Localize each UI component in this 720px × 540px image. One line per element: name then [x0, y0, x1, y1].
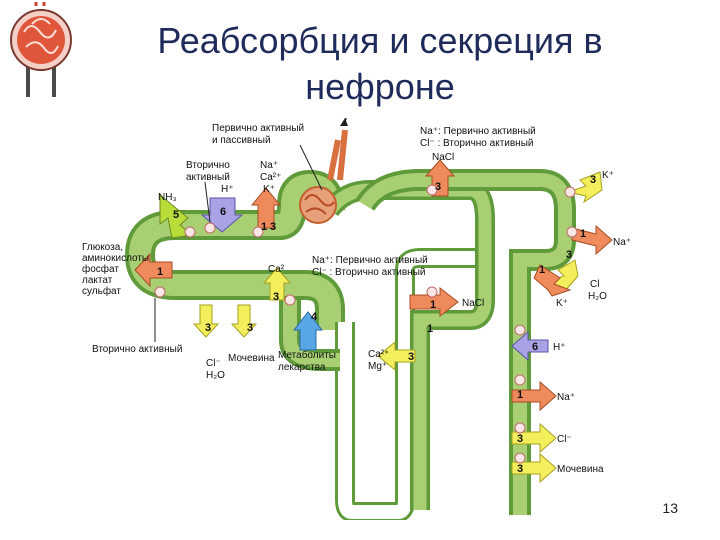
badge: 1	[427, 323, 433, 335]
arrow-na-right	[571, 224, 613, 256]
badge: 3	[205, 322, 211, 334]
label-ca2: Ca²	[268, 264, 285, 275]
badge: 3	[517, 433, 523, 445]
arrow-cl-h2o-1	[192, 304, 220, 338]
arrow-h-collecting	[511, 330, 549, 362]
label-h-top: H⁺	[221, 184, 234, 195]
label-k-top-right: K⁺	[602, 170, 614, 181]
arrow-urea-collecting	[511, 452, 557, 484]
nephron-diagram: 5 6 1 3 1 3 3 3 4 1 3 3 1 1 3 6 1 3 3 3 …	[82, 117, 631, 520]
transport-type-badges: 5 6 1 3 1 3 3 3 4 1 3 3 1 1 3 6 1 3 3 3 …	[157, 174, 596, 475]
badge: 6	[220, 206, 226, 218]
label-ca-mg-1: Ca²⁺	[368, 349, 389, 360]
arrow-metabolites	[292, 311, 324, 351]
arrow-ca-mg	[377, 340, 416, 372]
label-glucose-2: аминокислоты	[82, 253, 149, 264]
label-na-primary-mid-2: Cl⁻ : Вторично активный	[312, 267, 425, 278]
badge: 3	[273, 291, 279, 303]
arrow-cl-collecting	[511, 422, 557, 454]
arrow-cl-h2o-2	[230, 304, 258, 338]
label-k-right: K⁺	[556, 298, 568, 309]
arrow-k-top	[566, 171, 603, 204]
title-line-1: Реабсорбция и секреция в	[157, 20, 603, 61]
arrow-nacl-mid	[409, 286, 459, 318]
label-na-right-low: Na⁺	[557, 392, 575, 403]
arrow-cl-h2o-right	[533, 264, 572, 297]
label-urea-right: Мочевина	[557, 464, 604, 475]
badge: 1	[580, 228, 586, 240]
label-nacl-top: NaCl	[432, 152, 454, 163]
label-na: Na⁺	[260, 160, 278, 171]
label-ca-mg-2: Mg⁺	[368, 361, 387, 372]
label-cl-right-low: Cl⁻	[557, 434, 572, 445]
transport-arrows	[134, 159, 613, 484]
label-nh3: NH₃	[158, 192, 177, 203]
title-line-2: нефроне	[305, 66, 455, 107]
diagram-labels: Первично активный и пассивный Вторично а…	[82, 123, 631, 475]
badge: 3	[517, 463, 523, 475]
label-cl-right: Cl	[590, 279, 599, 290]
label-glucose-4: лактат	[82, 275, 113, 286]
label-primary-passive-2: и пассивный	[212, 135, 271, 146]
label-glucose-1: Глюкоза,	[82, 242, 123, 253]
label-na-primary-mid-1: Na⁺: Первично активный	[312, 255, 428, 266]
badge: 1	[539, 264, 545, 276]
label-glucose-3: фосфат	[82, 263, 119, 275]
badge: 3	[435, 181, 441, 193]
label-secondary-active-top-1: Вторично	[186, 160, 230, 171]
label-metabolites-1: Метаболиты	[278, 349, 336, 361]
page-title: Реабсорбция и секреция в нефроне	[110, 18, 650, 110]
label-primary-passive-1: Первично активный	[212, 123, 304, 134]
badge: 4	[311, 311, 318, 323]
badge: 3	[566, 249, 572, 261]
label-nacl-mid: NaCl	[462, 298, 484, 309]
badge: 1	[430, 299, 436, 311]
label-h2o-left: H₂O	[206, 370, 225, 381]
label-secondary-active-top-2: активный	[186, 172, 230, 183]
badge: 1	[261, 221, 267, 233]
label-ca: Ca²⁺	[260, 172, 281, 183]
page-number: 13	[662, 500, 678, 516]
badge: 3	[408, 351, 414, 363]
arrow-nh3	[159, 193, 194, 239]
transporter-markers	[154, 184, 578, 464]
label-glucose-5: сульфат	[82, 285, 121, 297]
label-urea-left: Мочевина	[228, 353, 275, 364]
badge: 3	[247, 322, 253, 334]
arrow-ca2	[262, 267, 292, 301]
label-secondary-active-bottom: Вторично активный	[92, 344, 182, 355]
label-na-primary-top-2: Cl⁻ : Вторично активный	[420, 138, 533, 149]
label-metabolites-2: лекарства	[278, 362, 326, 373]
glomerulus-thumbnail	[10, 2, 72, 97]
label-h2o-right: H₂O	[588, 291, 607, 302]
label-na-primary-top-1: Na⁺: Первично активный	[420, 126, 536, 137]
label-na-right: Na⁺	[613, 237, 631, 248]
arrow-na-ca-k	[250, 187, 282, 229]
badge: 6	[532, 341, 538, 353]
arrow-glucose	[134, 252, 173, 288]
label-k: K⁺	[263, 184, 275, 195]
label-cl-left: Cl⁻	[206, 358, 221, 369]
arrow-na-collecting	[511, 380, 557, 412]
badge: 1	[157, 266, 163, 278]
badge: 1	[517, 389, 523, 401]
label-h-right: H⁺	[553, 342, 566, 353]
badge: 3	[590, 174, 596, 186]
badge: 3	[270, 221, 276, 233]
badge: 5	[173, 209, 179, 221]
